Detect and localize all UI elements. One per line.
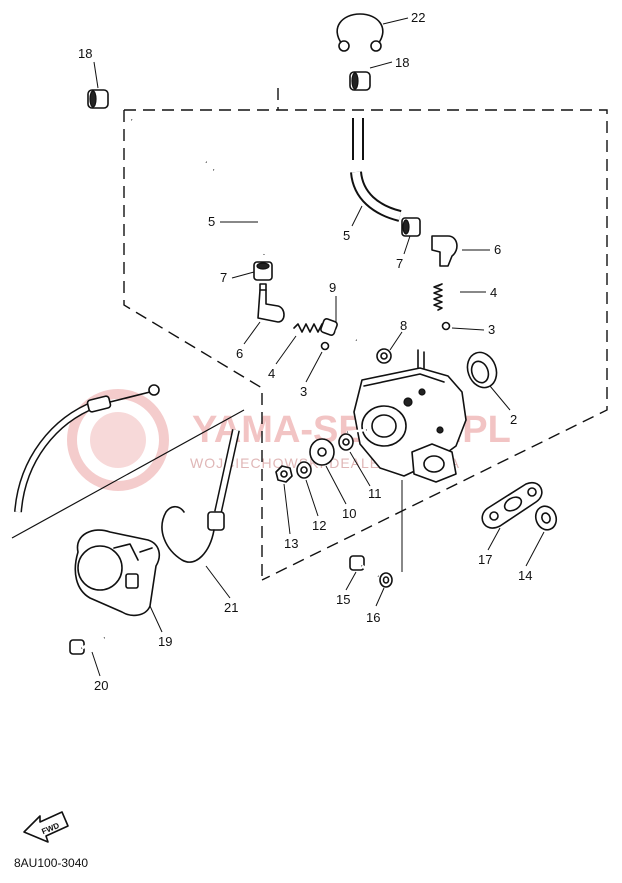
- callout-11: 11: [368, 486, 382, 501]
- callout-12: 12: [312, 518, 326, 533]
- throttle-cable: [14, 384, 160, 513]
- callout-5-left: 5: [208, 214, 215, 229]
- callout-6-left: 6: [236, 346, 243, 361]
- washer-16: [379, 572, 393, 588]
- clamp-part: [336, 13, 384, 52]
- oil-pump-body: [347, 349, 467, 483]
- callout-2: 2: [510, 412, 517, 427]
- elbow-joint-left: [257, 283, 285, 323]
- bolt-9: [320, 318, 357, 342]
- callout-4-left: 4: [268, 366, 275, 381]
- section-divider: [11, 409, 245, 539]
- callout-14: 14: [518, 568, 532, 583]
- callout-10: 10: [342, 506, 356, 521]
- callout-9: 9: [329, 280, 336, 295]
- spring-right: [433, 283, 443, 311]
- callout-18-right: 18: [395, 55, 409, 70]
- cap-part-a: [87, 89, 109, 109]
- callout-19: 19: [158, 634, 172, 649]
- washer-10: [309, 438, 335, 466]
- callout-22: 22: [411, 10, 425, 25]
- pump-cable-21: [161, 429, 240, 563]
- callout-16: 16: [366, 610, 380, 625]
- callout-5-right: 5: [343, 228, 350, 243]
- bolt-20: [69, 636, 105, 655]
- assembly-boundary: [123, 88, 608, 581]
- washer-11: [338, 433, 354, 451]
- clip-left: [253, 261, 273, 281]
- forward-arrow-icon: FWD: [23, 811, 69, 843]
- oil-seal-2: [466, 351, 498, 389]
- callout-13: 13: [284, 536, 298, 551]
- callout-7-right: 7: [396, 256, 403, 271]
- hose-left: [130, 117, 271, 255]
- leader-lines: [91, 17, 545, 677]
- washer-12: [296, 461, 312, 479]
- ball-right: [441, 321, 451, 331]
- callout-7-left: 7: [220, 270, 227, 285]
- callout-4-right: 4: [490, 285, 497, 300]
- nut-13: [275, 465, 293, 483]
- catalog-code: 8AU100-3040: [14, 856, 89, 870]
- bolt-15: [349, 555, 379, 578]
- callout-3-left: 3: [300, 384, 307, 399]
- callout-20: 20: [94, 678, 108, 693]
- washer-14: [534, 505, 558, 531]
- ball-left: [320, 341, 330, 351]
- callout-21: 21: [224, 600, 238, 615]
- cap-part-b: [349, 71, 371, 91]
- callout-15: 15: [336, 592, 350, 607]
- clip-right: [401, 217, 421, 237]
- gasket-17: [481, 481, 543, 529]
- callout-6-right: 6: [494, 242, 501, 257]
- elbow-joint-right: [431, 235, 458, 267]
- hose-right: [350, 118, 402, 222]
- pump-cover-19: [74, 529, 161, 617]
- callout-8: 8: [400, 318, 407, 333]
- callout-18-left: 18: [78, 46, 92, 61]
- callout-labels: 22 18 18 5 5 7 7 6 6 9 8 4 4 3 3 2 10 11…: [78, 10, 532, 693]
- callout-17: 17: [478, 552, 492, 567]
- callout-3-right: 3: [488, 322, 495, 337]
